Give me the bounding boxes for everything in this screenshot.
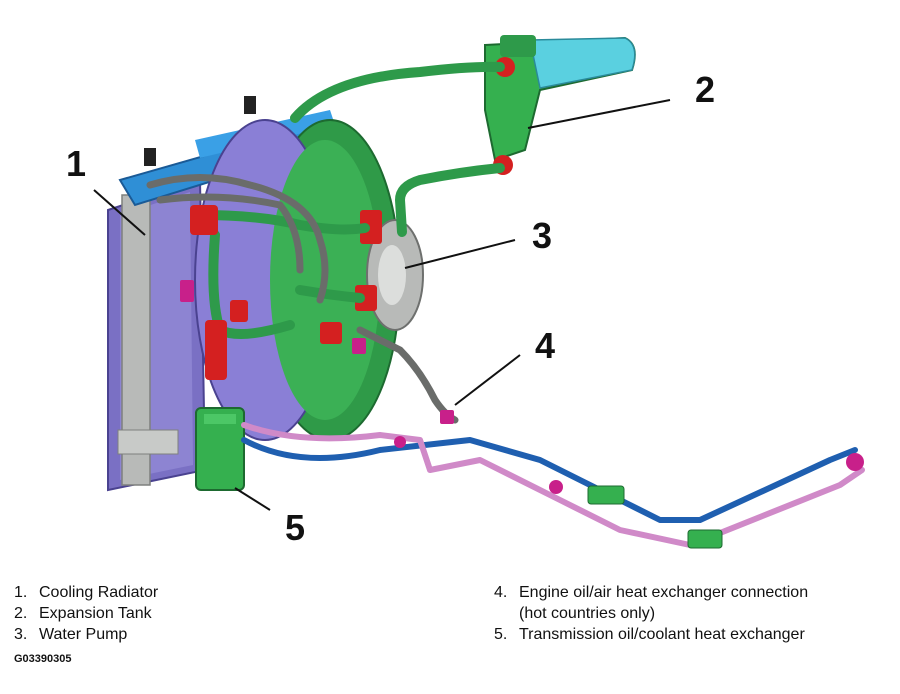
leader-line-3 (404, 239, 516, 269)
legend-label: Transmission oil/coolant heat exchanger (519, 626, 805, 643)
callout-4: 4 (535, 325, 556, 366)
red-clamps (190, 205, 342, 380)
callout-5: 5 (285, 507, 306, 548)
legend-number: 1. (14, 584, 28, 601)
legend-number: 2. (14, 605, 28, 622)
callout-3: 3 (532, 215, 553, 256)
leader-line-4 (454, 354, 521, 406)
water-pump (355, 210, 424, 331)
cooling-system-diagram: 1 2 3 4 5 (66, 35, 865, 549)
magenta-connectors (180, 280, 454, 424)
legend-item: 1. Cooling Radiator (14, 582, 158, 603)
legend-label: Water Pump (39, 626, 128, 643)
legend-label: Engine oil/air heat exchanger connection (519, 584, 809, 601)
callout-1: 1 (66, 143, 87, 184)
legend-number: 4. (494, 584, 508, 601)
legend-number: 5. (494, 626, 508, 643)
leader-line-5 (234, 487, 271, 511)
legend-right: 4. Engine oil/air heat exchanger connect… (494, 582, 808, 645)
transmission-heat-exchanger (195, 407, 245, 491)
leader-line-1 (93, 189, 146, 236)
expansion-tank (484, 35, 636, 175)
legend-item: 5. Transmission oil/coolant heat exchang… (494, 624, 808, 645)
legend-item: 3. Water Pump (14, 624, 158, 645)
legend-item: 2. Expansion Tank (14, 603, 158, 624)
legend-left: 1. Cooling Radiator 2. Expansion Tank 3.… (14, 582, 158, 645)
legend-number: 3. (14, 626, 28, 643)
figure-id: G03390305 (14, 653, 72, 665)
cooling-system-illustration (93, 35, 865, 549)
legend-label: Expansion Tank (39, 605, 152, 622)
transmission-oil-lines (241, 422, 865, 549)
legend-label-continuation: (hot countries only) (519, 605, 656, 622)
legend-item: 4. Engine oil/air heat exchanger connect… (494, 582, 808, 603)
legend-label: Cooling Radiator (39, 584, 159, 601)
leader-lines (93, 99, 671, 511)
callout-2: 2 (695, 69, 716, 110)
leader-line-2 (527, 99, 671, 129)
coolant-hoses (195, 61, 505, 339)
